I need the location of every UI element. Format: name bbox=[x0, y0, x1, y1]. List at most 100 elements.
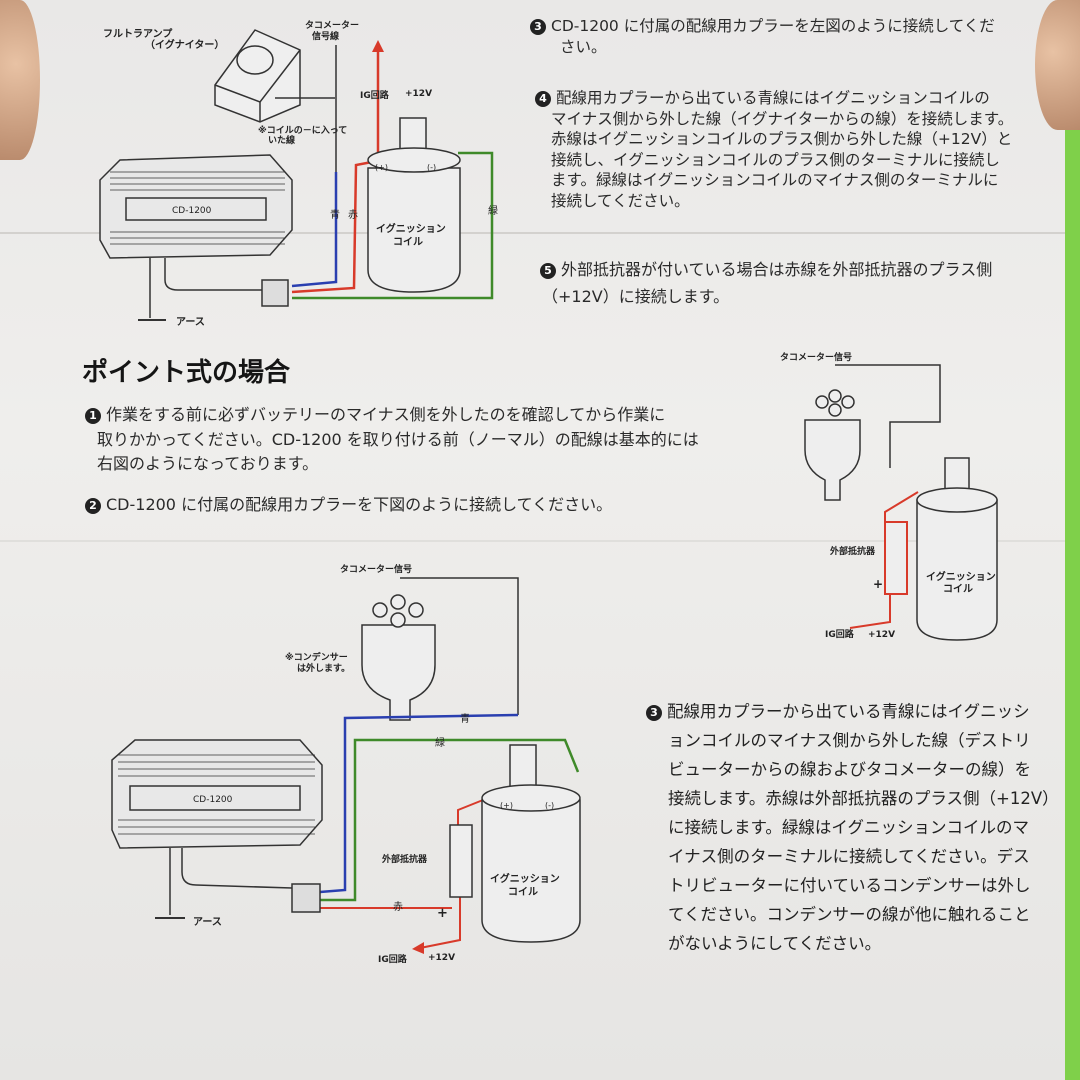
diagram-shape bbox=[849, 594, 891, 629]
diagram-shape bbox=[481, 784, 581, 812]
diagram-shape bbox=[129, 785, 301, 811]
diagram-label: いた線 bbox=[268, 134, 295, 146]
normal-point-wiring-diagram: タコメーター信号 外部抵抗器 + イグニッション コイル IG回路 +12V bbox=[780, 351, 998, 641]
point-cd1200-wiring-diagram: タコメーター信号 ※コンデンサー は外します。 青 緑 赤 (+) (-) イグ… bbox=[111, 563, 581, 965]
ignition-coil-icon bbox=[916, 457, 998, 641]
diagram-shape bbox=[367, 147, 461, 173]
diagram-shape bbox=[400, 577, 519, 715]
diagram-label: タコメーター信号 bbox=[340, 563, 412, 575]
distributor-icon bbox=[804, 389, 861, 501]
diagram-label: アース bbox=[193, 916, 222, 928]
cd-1200-unit bbox=[99, 154, 293, 259]
finger bbox=[0, 0, 40, 160]
diagram-label: +12V bbox=[405, 89, 432, 99]
external-resistor bbox=[449, 824, 473, 898]
distributor-icon bbox=[361, 594, 436, 721]
paper-fold bbox=[0, 540, 1065, 542]
diagram-shape bbox=[509, 744, 537, 788]
diagram-shape bbox=[372, 40, 384, 52]
diagram-label: 外部抵抗器 bbox=[829, 545, 876, 557]
diagram-shape bbox=[320, 738, 580, 902]
diagram-shape bbox=[412, 942, 424, 954]
diagram-label: (+) bbox=[375, 163, 388, 172]
diagram-shape bbox=[828, 403, 842, 417]
diagram-shape bbox=[236, 45, 274, 75]
ignition-coil-icon bbox=[481, 744, 581, 943]
diagram-shape bbox=[804, 419, 861, 501]
diagram-label: IG回路 bbox=[378, 953, 408, 965]
diagram-label: タコメーター信号 bbox=[780, 351, 852, 363]
diagram-shape bbox=[319, 713, 519, 894]
paper-fold bbox=[0, 232, 1065, 234]
cd-1200-unit bbox=[111, 739, 323, 849]
diagram-shape bbox=[481, 799, 581, 943]
diagram-shape bbox=[841, 395, 855, 409]
diagram-label: (+) bbox=[500, 801, 513, 810]
diagram-shape bbox=[361, 624, 436, 721]
diagram-shape bbox=[916, 499, 998, 641]
diagram-shape bbox=[372, 602, 388, 618]
diagram-shape bbox=[320, 890, 461, 949]
diagram-label: IG回路 bbox=[360, 89, 390, 101]
diagram-label: タコメーター bbox=[305, 19, 359, 31]
diagram-shape bbox=[292, 151, 494, 300]
cdi-igniter-wiring-diagram: フルトラアンプ （イグナイター） タコメーター 信号線 ※コイルの－に入って い… bbox=[99, 19, 498, 328]
diagram-shape bbox=[408, 602, 424, 618]
diagram-shape bbox=[125, 197, 267, 221]
diagram-label: CD-1200 bbox=[172, 206, 212, 216]
diagram-shape bbox=[390, 594, 406, 610]
external-resistor bbox=[884, 521, 908, 595]
diagram-shape bbox=[118, 754, 315, 835]
diagram-label: ※コンデンサー bbox=[285, 651, 348, 663]
ignition-coil-icon bbox=[367, 117, 461, 293]
coupler bbox=[261, 279, 289, 307]
diagram-shape bbox=[390, 612, 406, 628]
coupler bbox=[291, 883, 321, 913]
diagram-label: イグニッション bbox=[376, 222, 446, 235]
diagram-label: 青 bbox=[330, 208, 340, 221]
diagram-label: フルトラアンプ bbox=[103, 27, 173, 40]
diagram-label: + bbox=[437, 906, 448, 921]
diagram-label: (-) bbox=[545, 801, 554, 810]
diagram-shape bbox=[110, 171, 285, 245]
diagram-shape bbox=[149, 258, 262, 318]
diagram-shape bbox=[169, 848, 293, 915]
diagram-label: 青 bbox=[460, 712, 470, 725]
diagram-label: コイル bbox=[943, 583, 973, 595]
diagram-label: イグニッション bbox=[926, 570, 996, 583]
diagram-label: IG回路 bbox=[825, 628, 855, 640]
diagram-label: 緑 bbox=[488, 204, 498, 217]
diagram-label: CD-1200 bbox=[193, 795, 233, 805]
diagram-label: イグニッション bbox=[490, 872, 560, 885]
igniter-box bbox=[214, 29, 301, 123]
diagram-shape bbox=[291, 172, 338, 288]
diagram-label: ※コイルの－に入って bbox=[258, 125, 347, 136]
diagram-label: + bbox=[873, 577, 883, 591]
diagram-shape bbox=[916, 487, 998, 513]
diagram-label: 赤 bbox=[393, 901, 403, 913]
diagram-shape bbox=[367, 167, 461, 293]
diagram-shape bbox=[457, 797, 489, 830]
diagram-label: 赤 bbox=[348, 209, 358, 221]
diagram-label: は外します。 bbox=[297, 662, 350, 674]
diagram-label: コイル bbox=[508, 886, 538, 898]
diagram-shape bbox=[828, 389, 842, 403]
diagram-label: +12V bbox=[868, 630, 895, 640]
diagram-label: +12V bbox=[428, 953, 455, 963]
diagram-label: アース bbox=[176, 316, 205, 328]
diagram-label: 外部抵抗器 bbox=[381, 853, 428, 865]
diagram-label: 信号線 bbox=[312, 30, 339, 42]
diagram-label: （イグナイター） bbox=[145, 38, 224, 51]
section-heading: ポイント式の場合 bbox=[82, 358, 291, 388]
diagram-label: (-) bbox=[427, 163, 436, 172]
diagram-label: コイル bbox=[393, 236, 423, 248]
finger bbox=[1035, 0, 1080, 130]
diagram-shape bbox=[835, 364, 941, 468]
diagram-shape bbox=[815, 395, 829, 409]
